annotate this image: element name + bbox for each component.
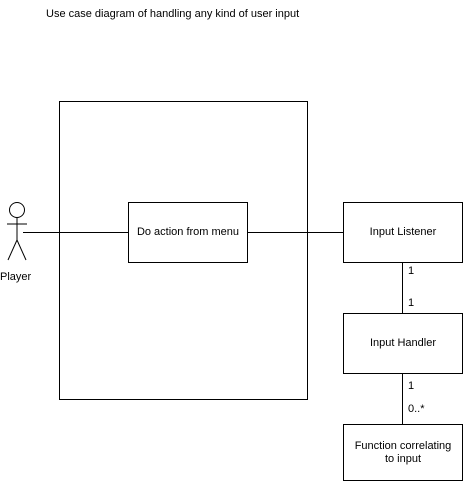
input-listener-box[interactable]: Input Listener bbox=[343, 202, 463, 263]
diagram-title: Use case diagram of handling any kind of… bbox=[46, 8, 300, 20]
input-listener-label: Input Listener bbox=[369, 226, 437, 238]
handler-multiplicity-bottom: 1 bbox=[408, 380, 415, 392]
function-correlating-box[interactable]: Function correlating to input bbox=[343, 424, 463, 481]
input-handler-box[interactable]: Input Handler bbox=[343, 313, 463, 374]
listener-multiplicity: 1 bbox=[408, 265, 415, 277]
handler-function-line bbox=[402, 374, 403, 424]
actor-usecase-line bbox=[23, 232, 128, 233]
usecase-listener-line bbox=[248, 232, 343, 233]
use-case-label: Do action from menu bbox=[136, 226, 240, 238]
system-boundary bbox=[59, 101, 308, 400]
listener-handler-line bbox=[402, 262, 403, 313]
function-multiplicity: 0..* bbox=[408, 403, 425, 415]
input-handler-label: Input Handler bbox=[369, 337, 437, 349]
function-correlating-label: Function correlating to input bbox=[354, 439, 452, 465]
use-case-do-action-from-menu[interactable]: Do action from menu bbox=[128, 202, 248, 263]
handler-multiplicity-top: 1 bbox=[408, 297, 415, 309]
player-actor-icon bbox=[7, 202, 27, 261]
actor-label: Player bbox=[0, 271, 32, 283]
